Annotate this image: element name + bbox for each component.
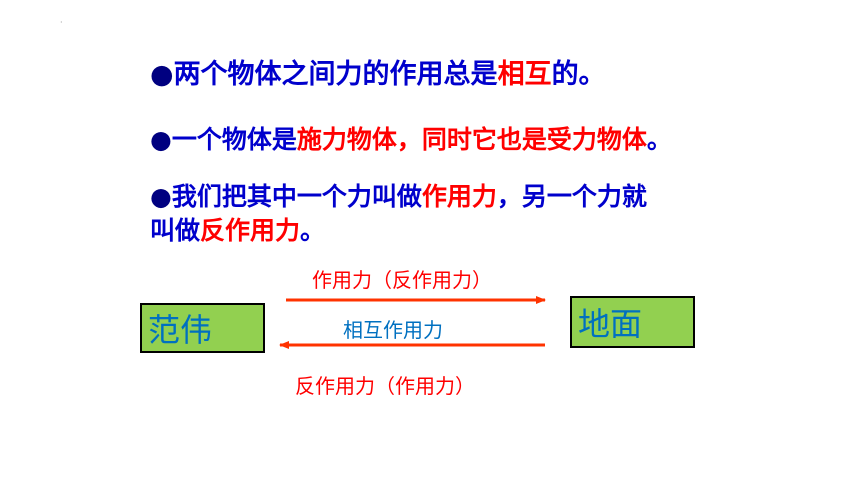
- action-force-label: 作用力（反作用力）: [312, 268, 492, 292]
- line2-text-a: 一个物体是: [171, 125, 297, 154]
- line2-text-e: 。: [646, 125, 672, 154]
- line2-text-c: ，同时它也是: [396, 125, 547, 154]
- right-object-label: 地面: [578, 305, 643, 343]
- line1-text-c: 的。: [551, 59, 606, 90]
- line1-text-a: 两个物体之间力的作用总是: [173, 59, 498, 90]
- left-object-box: 范伟: [140, 303, 265, 353]
- bullet-icon: ●: [150, 182, 172, 211]
- bullet-icon: ●: [150, 125, 172, 154]
- bullet-line-2: ●一个物体是施力物体，同时它也是受力物体。: [150, 120, 672, 156]
- bullet-icon: ●: [150, 59, 174, 90]
- line1-highlight: 相互: [497, 59, 552, 90]
- corner-dot: ·: [60, 18, 63, 27]
- line2-highlight-1: 施力物体: [296, 125, 397, 154]
- line3-highlight-1: 作用力: [421, 182, 497, 211]
- line3-text-d: 叫做: [150, 216, 201, 245]
- line2-highlight-2: 受力物体: [546, 125, 647, 154]
- reaction-force-label: 反作用力（作用力）: [295, 374, 475, 398]
- mutual-force-label: 相互作用力: [343, 318, 443, 342]
- left-object-label: 范伟: [148, 311, 213, 349]
- line3-highlight-2: 反作用力: [200, 216, 301, 245]
- line3-text-a: 我们把其中一个力叫做: [171, 182, 422, 211]
- bullet-line-1: ●两个物体之间力的作用总是相互的。: [150, 52, 606, 91]
- line3-text-c: ，另一个力就: [496, 182, 647, 211]
- right-object-box: 地面: [570, 296, 695, 348]
- bullet-line-3: ●我们把其中一个力叫做作用力，另一个力就叫做反作用力。: [150, 180, 647, 248]
- line3-text-f: 。: [300, 216, 326, 245]
